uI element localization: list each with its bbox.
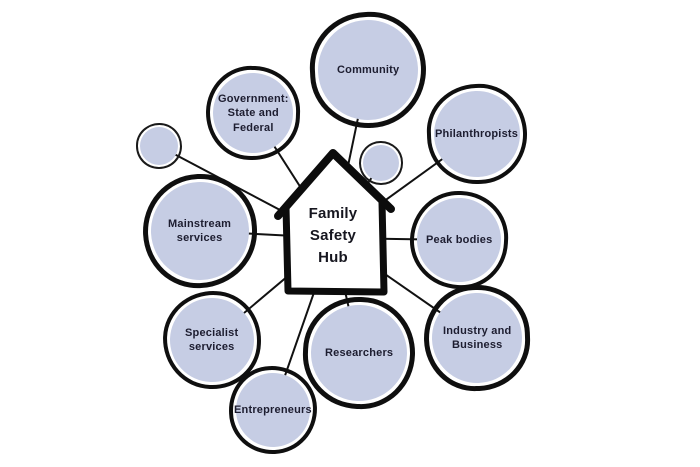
node-mainstream-services-label: Mainstream services [168, 217, 232, 245]
node-unlabeled-top-fill [363, 145, 399, 181]
node-government-fill: Government: State and Federal [211, 71, 295, 155]
hub-label: Family Safety Hub [308, 205, 358, 266]
node-philanthropists-label: Philanthropists [435, 127, 519, 140]
node-specialist-services-label: Specialist services [185, 326, 239, 353]
hub-house-shape [274, 149, 395, 296]
node-researchers-label: Researchers [324, 346, 394, 359]
hub-house-roof [274, 149, 395, 220]
hub-house-fill [287, 156, 386, 291]
node-specialist-services-fill: Specialist services [168, 296, 256, 384]
node-community-fill: Community [315, 17, 421, 123]
node-community-label: Community [336, 63, 400, 76]
node-unlabeled-top [359, 141, 403, 185]
node-government-label: Government: State and Federal [217, 92, 289, 134]
hub-house-walls [282, 198, 388, 296]
node-philanthropists-fill: Philanthropists [432, 89, 522, 179]
node-industry-business-fill: Industry and Business [430, 291, 524, 385]
node-mainstream-services-fill: Mainstream services [148, 179, 252, 283]
node-researchers-fill: Researchers [309, 303, 409, 403]
node-industry-business-label: Industry and Business [442, 324, 512, 351]
node-unlabeled-left-fill [140, 127, 178, 165]
node-entrepreneurs-label: Entrepreneurs [234, 403, 312, 416]
node-peak-bodies-label: Peak bodies [425, 233, 493, 246]
node-peak-bodies-fill: Peak bodies [414, 195, 504, 285]
node-entrepreneurs-fill: Entrepreneurs [234, 371, 312, 449]
node-unlabeled-left [136, 123, 182, 169]
